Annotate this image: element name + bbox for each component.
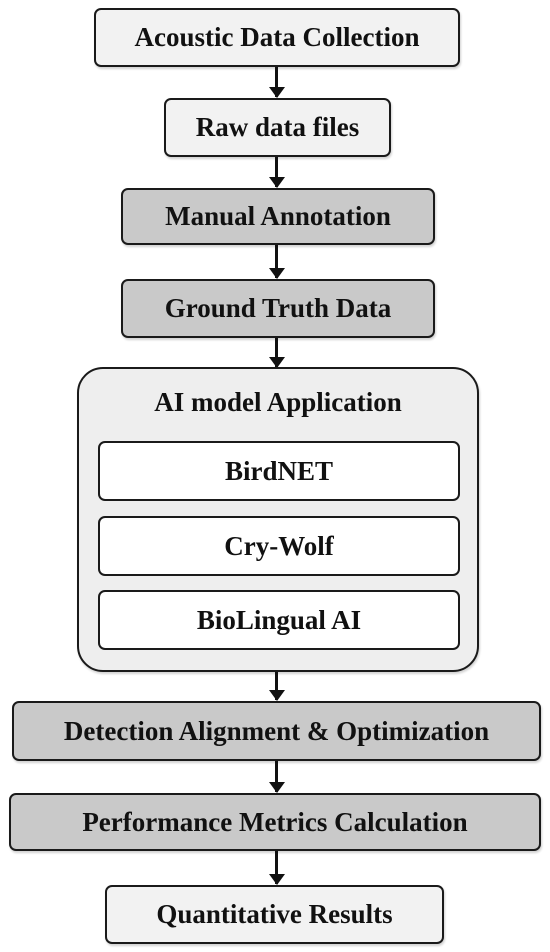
step-label: Quantitative Results [156,899,393,929]
model-biolingual-ai: BioLingual AI [98,590,460,650]
step-performance-metrics: Performance Metrics Calculation [9,793,541,851]
arrow-5-icon [275,672,278,700]
step-label: Acoustic Data Collection [134,22,420,52]
arrow-2-icon [275,157,278,187]
step-label: Ground Truth Data [164,293,392,323]
ai-model-application-group: AI model Application BirdNET Cry-Wolf Bi… [77,367,479,672]
step-label: Detection Alignment & Optimization [63,715,490,746]
group-title: AI model Application [154,387,402,417]
arrow-6-icon [275,761,278,792]
step-ground-truth-data: Ground Truth Data [121,279,435,338]
arrow-3-icon [275,245,278,278]
step-label: Performance Metrics Calculation [82,806,468,837]
step-detection-alignment: Detection Alignment & Optimization [12,701,541,761]
step-label: Raw data files [195,112,360,142]
model-label: Cry-Wolf [224,530,334,561]
arrow-4-icon [275,338,278,367]
model-cry-wolf: Cry-Wolf [98,516,460,576]
step-label: Manual Annotation [165,201,391,231]
step-acoustic-data-collection: Acoustic Data Collection [94,8,460,67]
model-label: BioLingual AI [196,604,362,635]
arrow-1-icon [275,67,278,97]
step-manual-annotation: Manual Annotation [121,188,435,245]
model-birdnet: BirdNET [98,441,460,501]
arrow-7-icon [275,851,278,884]
step-quantitative-results: Quantitative Results [105,885,444,944]
step-raw-data-files: Raw data files [164,98,391,157]
model-label: BirdNET [224,455,334,486]
